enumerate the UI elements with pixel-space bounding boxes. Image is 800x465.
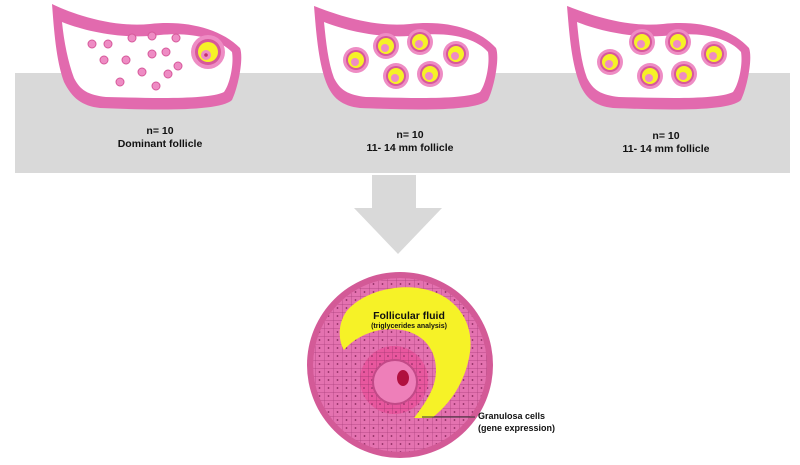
oocyte [372, 359, 418, 405]
fluid-subtitle: (triglycerides analysis) [371, 323, 447, 330]
ovary-stroma [577, 22, 742, 98]
group-1-n: n= 10 [146, 125, 174, 137]
fluid-title: Follicular fluid [373, 310, 445, 322]
small-follicles [87, 31, 183, 91]
ovary-stroma [62, 22, 233, 98]
granulosa-cells-label: Granulosa cells (gene expression) [478, 410, 555, 434]
ovary-group-3 [567, 6, 751, 110]
follicle-cross-section [307, 272, 493, 458]
medium-follicles [597, 29, 727, 89]
ovary-group-2 [314, 6, 498, 110]
oocyte-nucleus [397, 370, 409, 386]
follicular-fluid-label: Follicular fluid (triglycerides analysis… [364, 310, 454, 332]
group-2-n: n= 10 [396, 129, 424, 141]
group-3-n: n= 10 [652, 130, 680, 142]
cumulus-oophorus [360, 346, 428, 414]
group-3-description: 11- 14 mm follicle [622, 143, 710, 155]
dominant-follicle [191, 35, 225, 69]
cells-subtitle: (gene expression) [478, 423, 556, 433]
group-2-description: 11- 14 mm follicle [366, 142, 454, 154]
ovary-stroma [324, 22, 489, 98]
group-label-2: n= 10 11- 14 mm follicle [310, 129, 510, 155]
group-1-description: Dominant follicle [117, 138, 203, 150]
follicular-fluid-area [339, 287, 471, 418]
ovary-dominant [52, 4, 242, 110]
group-label-3: n= 10 11- 14 mm follicle [566, 130, 766, 156]
cells-title: Granulosa cells [478, 411, 546, 421]
medium-follicles [343, 29, 469, 89]
group-label-1: n= 10 Dominant follicle [60, 125, 260, 151]
down-arrow-icon [354, 175, 442, 254]
